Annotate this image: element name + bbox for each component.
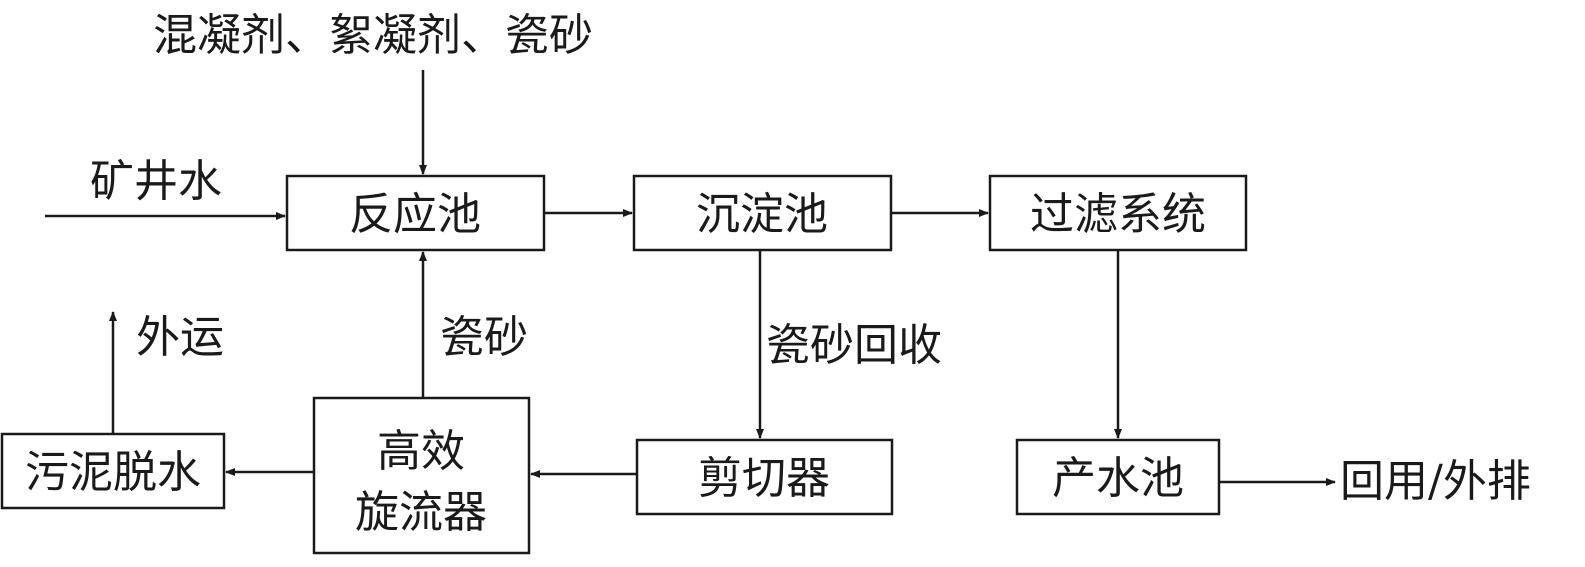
ceramic-sand-recovery-label: 瓷砂回收 [766, 320, 942, 371]
settling-tank-label: 沉淀池 [696, 189, 828, 240]
sludge-dewatering-node: 污泥脱水 [0, 432, 226, 510]
mine-water-label: 矿井水 [90, 156, 222, 207]
additives-label: 混凝剂、絮凝剂、瓷砂 [153, 10, 593, 61]
hydrocyclone-node: 高效 旋流器 [312, 396, 531, 555]
filter-system-node: 过滤系统 [988, 174, 1248, 252]
hydrocyclone-label-line2: 旋流器 [355, 487, 487, 538]
reaction-tank-label: 反应池 [349, 189, 481, 240]
ceramic-sand-label: 瓷砂 [440, 312, 528, 363]
sludge-dewatering-label: 污泥脱水 [25, 447, 201, 498]
shear-node: 剪切器 [635, 438, 894, 516]
reaction-tank-node: 反应池 [285, 174, 546, 252]
product-water-tank-label: 产水池 [1052, 453, 1184, 504]
shear-label: 剪切器 [698, 453, 830, 504]
settling-tank-node: 沉淀池 [632, 174, 893, 252]
hydrocyclone-label-line1: 高效 [377, 426, 465, 477]
filter-system-label: 过滤系统 [1030, 189, 1206, 240]
product-water-tank-node: 产水池 [1015, 438, 1221, 516]
reuse-discharge-label: 回用/外排 [1340, 456, 1531, 507]
transport-out-label: 外运 [136, 312, 224, 363]
